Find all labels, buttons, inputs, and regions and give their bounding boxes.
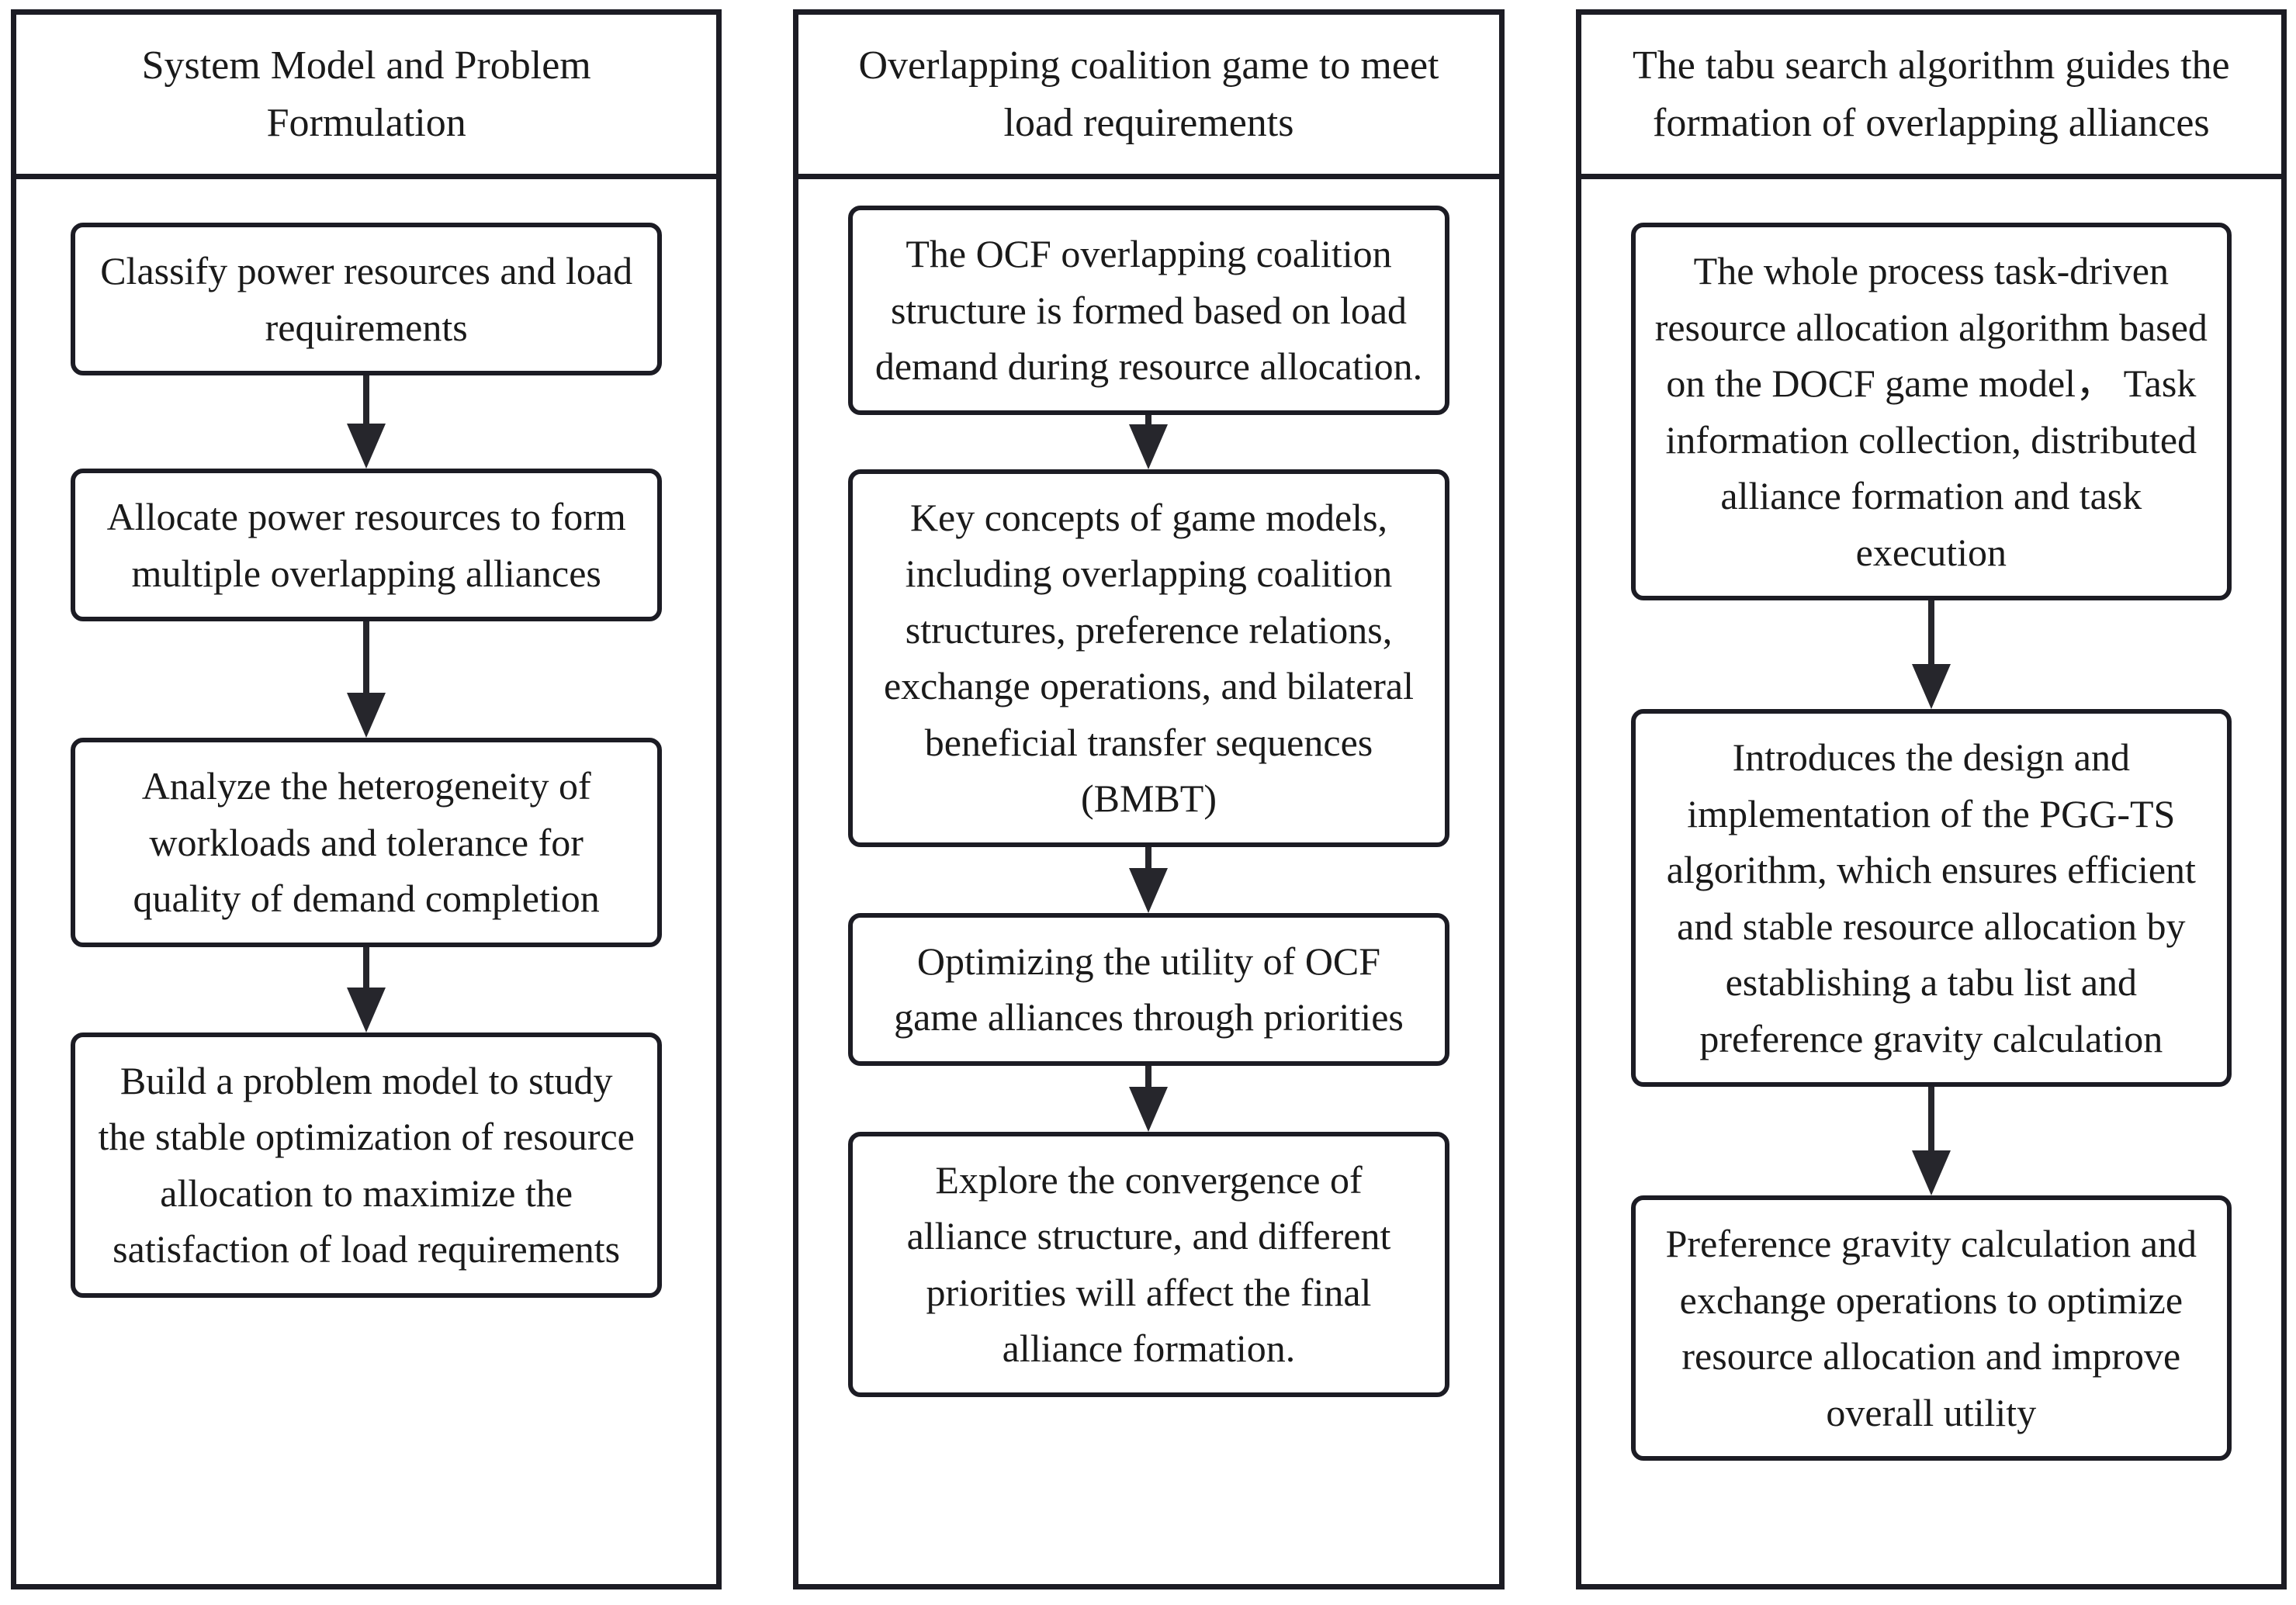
arrow-down-icon xyxy=(1581,1087,2281,1195)
arrow-stem xyxy=(363,621,370,693)
panel-coalition-game: Overlapping coalition game to meet load … xyxy=(793,9,1505,1589)
arrow-down-icon xyxy=(16,375,716,469)
arrow-down-icon xyxy=(16,946,716,1033)
arrow-head xyxy=(1129,424,1169,469)
step-preference-gravity: Preference gravity calculation and excha… xyxy=(1630,1195,2232,1461)
panel-title-coalition-game: Overlapping coalition game to meet load … xyxy=(798,15,1499,179)
step-build-problem-model: Build a problem model to study the stabl… xyxy=(71,1032,663,1298)
panel-title-system-model: System Model and Problem Formulation xyxy=(16,15,717,179)
panel-body-coalition-game: The OCF overlapping coalition structure … xyxy=(798,179,1498,1584)
arrow-head xyxy=(347,424,386,469)
arrow-head xyxy=(1911,1150,1951,1195)
arrow-head xyxy=(347,987,386,1033)
arrow-stem xyxy=(363,375,370,424)
arrow-stem xyxy=(1927,600,1934,664)
step-analyze-heterogeneity: Analyze the heterogeneity of workloads a… xyxy=(71,738,663,947)
step-ocf-structure: The OCF overlapping coalition structure … xyxy=(848,206,1449,415)
panel-title-tabu-search: The tabu search algorithm guides the for… xyxy=(1581,15,2281,179)
arrow-down-icon xyxy=(798,414,1498,469)
arrow-stem xyxy=(1927,1087,1934,1150)
step-whole-process-algorithm: The whole process task-driven resource a… xyxy=(1630,223,2232,600)
step-allocate-resources: Allocate power resources to form multipl… xyxy=(71,469,663,621)
panel-tabu-search: The tabu search algorithm guides the for… xyxy=(1575,9,2287,1589)
arrow-down-icon xyxy=(16,621,716,738)
step-explore-convergence: Explore the convergence of alliance stru… xyxy=(848,1131,1449,1397)
arrow-head xyxy=(347,693,386,738)
arrow-stem xyxy=(363,946,370,988)
arrow-stem xyxy=(1145,1065,1152,1087)
panel-body-tabu-search: The whole process task-driven resource a… xyxy=(1581,179,2281,1584)
step-classify-resources: Classify power resources and load requir… xyxy=(71,223,663,375)
arrow-down-icon xyxy=(798,846,1498,913)
arrow-head xyxy=(1129,1086,1169,1132)
panel-body-system-model: Classify power resources and load requir… xyxy=(16,179,716,1584)
step-optimize-utility: Optimizing the utility of OCF game allia… xyxy=(848,912,1449,1066)
step-key-concepts: Key concepts of game models, including o… xyxy=(848,469,1449,847)
panel-system-model: System Model and Problem Formulation Cla… xyxy=(11,9,722,1589)
arrow-stem xyxy=(1145,846,1152,868)
step-pggts-design: Introduces the design and implementation… xyxy=(1630,709,2232,1087)
arrow-stem xyxy=(1145,414,1152,424)
arrow-head xyxy=(1911,664,1951,709)
arrow-down-icon xyxy=(1581,600,2281,709)
arrow-head xyxy=(1129,867,1169,913)
arrow-down-icon xyxy=(798,1065,1498,1132)
